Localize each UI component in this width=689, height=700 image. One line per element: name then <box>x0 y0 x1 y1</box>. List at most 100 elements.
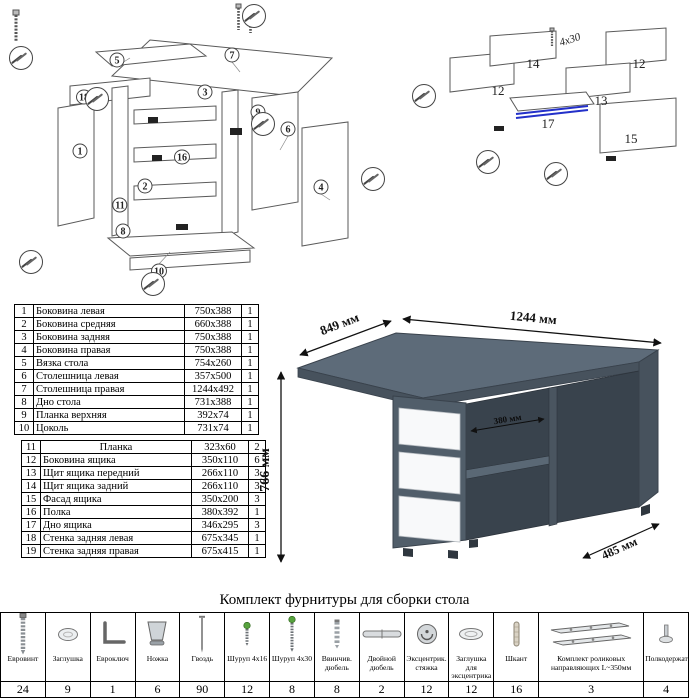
part-name: Фасад ящика <box>40 492 192 507</box>
part-num: 11 <box>21 440 41 455</box>
desk-render: 766 мм 849 мм 1244 мм 380 мм 485 мм <box>253 300 689 590</box>
part-size: 754x260 <box>184 356 242 371</box>
desk-drawing: 766 мм 849 мм 1244 мм 380 мм 485 мм <box>258 308 662 563</box>
hardware-count: 12 <box>225 681 270 697</box>
hexkey-icon <box>91 613 135 655</box>
part-name: Вязка стола <box>33 356 185 371</box>
part-size: 266x110 <box>191 479 249 494</box>
hardware-label: Заглушка для эксцентрика <box>451 655 492 680</box>
exploded-drawer-lineart <box>449 27 677 161</box>
eurobolt-icon <box>1 613 45 655</box>
part-size: 675x345 <box>191 531 249 546</box>
part-size: 392x74 <box>184 408 242 423</box>
part-size: 675x415 <box>191 544 249 559</box>
part-size: 266x110 <box>191 466 249 481</box>
hardware-item: Ввинчив. дюбель 8 <box>314 613 360 697</box>
hardware-count: 6 <box>135 681 180 697</box>
hardware-label: Двойной дюбель <box>367 655 396 672</box>
part-size: 731x74 <box>184 421 242 436</box>
part-num: 17 <box>21 518 41 533</box>
part-qty: 1 <box>241 421 259 436</box>
dim-shelf-width: 380 мм <box>493 412 522 426</box>
part-name: Планка <box>40 440 192 455</box>
part-num: 6 <box>14 369 34 384</box>
part-name: Боковина средняя <box>33 317 185 332</box>
part-num: 1 <box>14 303 34 319</box>
part-name: Щит ящика передний <box>40 466 192 481</box>
part-num: 5 <box>14 356 34 371</box>
hardware-count: 8 <box>314 681 359 697</box>
part-size: 731x388 <box>184 395 242 410</box>
rollers-icon <box>539 613 643 655</box>
part-num: 9 <box>14 408 34 423</box>
part-size: 350x200 <box>191 492 249 507</box>
part-name: Боковина левая <box>33 303 185 319</box>
hardware-label: Гвоздь <box>191 655 214 663</box>
hardware-count: 9 <box>45 681 90 697</box>
part-num: 8 <box>14 395 34 410</box>
hardware-label: Полкодержатель <box>645 655 688 663</box>
part-qty: 1 <box>241 382 259 397</box>
eccentric-icon <box>405 613 449 655</box>
shkant-icon <box>494 613 538 655</box>
dim-left-depth: 849 мм <box>318 309 361 338</box>
part-num: 4 <box>14 343 34 358</box>
holder-icon <box>644 613 688 655</box>
part-name: Дно ящика <box>40 518 192 533</box>
hardware-label: Ввинчив. дюбель <box>321 655 352 672</box>
part-name: Боковина ящика <box>40 453 192 468</box>
screw30-icon <box>270 613 314 655</box>
part-name: Стенка задняя правая <box>40 544 192 559</box>
hardware-count: 3 <box>539 681 644 697</box>
part-size: 660x388 <box>184 317 242 332</box>
hardware-count: 8 <box>270 681 314 697</box>
hardware-label: Заглушка <box>52 655 83 663</box>
part-size: 346x295 <box>191 518 249 533</box>
part-size: 1244x492 <box>184 382 242 397</box>
part-size: 350x110 <box>191 453 249 468</box>
part-num: 14 <box>21 479 41 494</box>
hardware-count: 90 <box>180 681 225 697</box>
ecc-cap-icon <box>449 613 493 655</box>
part-qty: 1 <box>248 544 266 559</box>
hardware-label: Комплект роликовых направляющих L~350мм <box>550 655 632 672</box>
hardware-count: 16 <box>494 681 539 697</box>
hardware-label: Эксцентрик. стяжка <box>406 655 447 672</box>
dim-right-depth: 485 мм <box>599 534 639 562</box>
hardware-item: Евроключ 1 <box>90 613 136 697</box>
hardware-count: 12 <box>449 681 494 697</box>
part-name: Планка верхняя <box>33 408 185 423</box>
nail-icon <box>180 613 224 655</box>
part-name: Щит ящика задний <box>40 479 192 494</box>
hardware-label: Евроключ <box>96 655 129 663</box>
part-name: Столешница левая <box>33 369 185 384</box>
hardware-count: 1 <box>90 681 135 697</box>
hardware-title: Комплект фурнитуры для сборки стола <box>219 592 470 608</box>
part-num: 12 <box>21 453 41 468</box>
part-size: 750x388 <box>184 303 242 319</box>
part-name: Боковина правая <box>33 343 185 358</box>
leg-icon <box>136 613 180 655</box>
